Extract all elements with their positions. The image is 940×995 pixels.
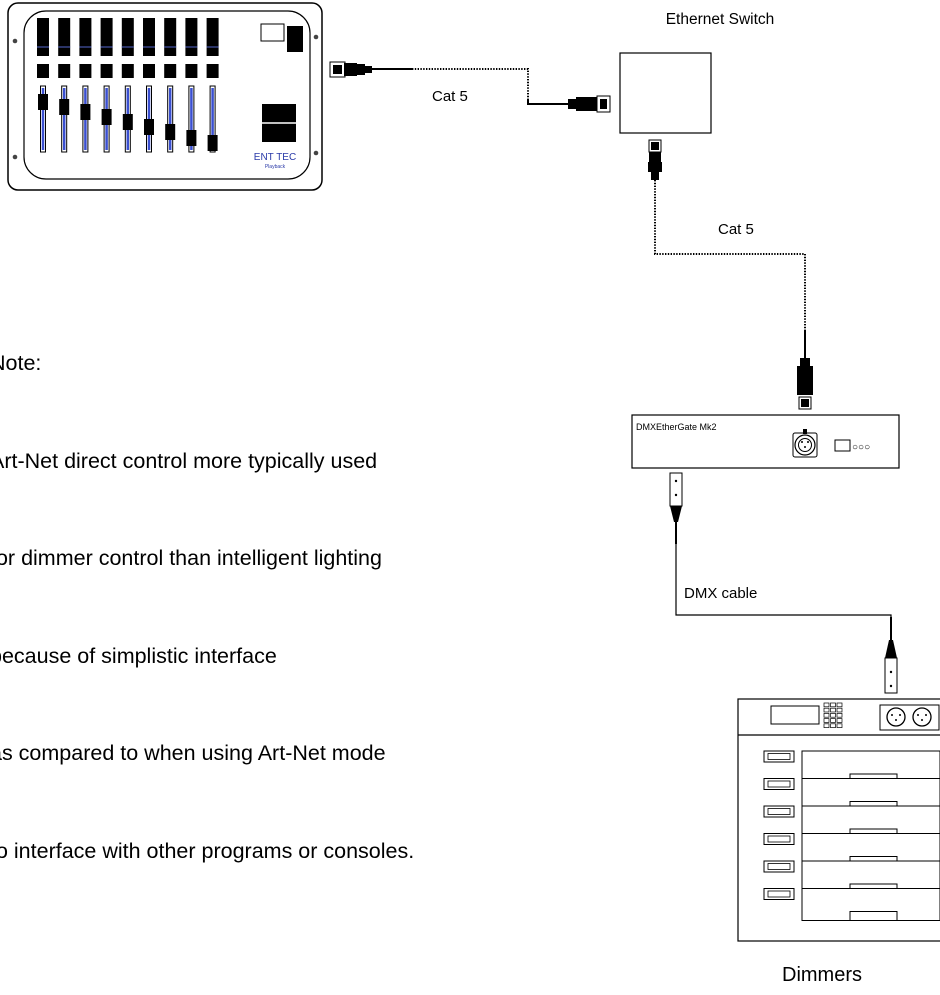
cable-label: DMX cable <box>684 585 757 602</box>
mount-screw-icon <box>12 154 18 160</box>
fader-knob <box>165 124 176 140</box>
xlr-connector-icon <box>792 429 818 458</box>
xlr-socket-icon <box>879 704 940 731</box>
keypad-key <box>836 707 843 713</box>
keypad-key <box>823 723 830 728</box>
keypad-key <box>830 713 836 718</box>
module-handle <box>849 911 898 921</box>
channel-display <box>58 18 71 56</box>
note-line: for dimmer control than intelligent ligh… <box>0 546 382 570</box>
fader-knob <box>122 114 133 130</box>
console-button <box>287 26 303 52</box>
note-line: to interface with other programs or cons… <box>0 838 415 863</box>
keypad-key <box>823 702 830 708</box>
xlr-plug-icon <box>884 617 898 694</box>
note-block: Note: Art-Net direct control more typica… <box>0 282 414 900</box>
fader-knob <box>186 130 197 146</box>
cable-console-to-switch: Cat 5 <box>329 61 611 113</box>
rj45-plug-icon <box>648 139 662 180</box>
channel-button <box>185 64 198 78</box>
channel-button <box>143 64 155 78</box>
fader-channels <box>37 18 219 153</box>
channel-display <box>185 18 198 56</box>
keypad-key <box>830 718 836 723</box>
cable-label: Cat 5 <box>432 88 468 105</box>
rj45-plug-icon <box>329 61 372 78</box>
keypad-key <box>836 713 843 718</box>
channel-button <box>79 64 92 78</box>
fader-knob <box>144 119 154 135</box>
fader-knob <box>38 94 48 110</box>
cable-gateway-to-dimmers: DMX cable <box>669 472 898 694</box>
console-model-label: Playback <box>265 164 286 170</box>
channel-button <box>37 64 49 78</box>
dmx-ethergate-mk2: DMXEtherGate Mk2 ○○○ <box>631 414 900 469</box>
xlr-plug-icon <box>669 472 683 544</box>
console-brand-label: ENT TEC <box>254 152 296 163</box>
dimmer-rack: Dimmers <box>737 698 940 986</box>
fader-knob <box>80 104 91 120</box>
note-title: Note: <box>0 351 42 375</box>
fader-knob <box>101 109 112 125</box>
note-line: as compared to when using Art-Net mode <box>0 741 386 765</box>
keypad-key <box>823 718 830 723</box>
keypad-key <box>830 707 836 713</box>
dimmer-modules <box>763 750 940 921</box>
channel-display <box>164 18 177 56</box>
dimmers-label: Dimmers <box>782 964 862 986</box>
note-line: because of simplistic interface <box>0 643 277 668</box>
dimmer-keypad <box>823 702 843 728</box>
channel-button <box>206 64 219 78</box>
gateway-port <box>834 439 851 452</box>
status-leds-icon: ○○○ <box>852 442 870 453</box>
cable-switch-to-gateway: Cat 5 <box>648 139 813 410</box>
ethernet-switch: Ethernet Switch <box>619 11 775 134</box>
channel-button <box>100 64 113 78</box>
cable-label: Cat 5 <box>718 221 754 238</box>
keypad-key <box>823 707 830 713</box>
mount-screw-icon <box>313 150 319 156</box>
dimmer-display <box>770 705 820 725</box>
keypad-key <box>830 702 836 708</box>
channel-display <box>37 18 49 56</box>
channel-button <box>164 64 177 78</box>
keypad-key <box>830 723 836 728</box>
channel-display <box>100 18 113 56</box>
enttec-playback-console: ENT TEC Playback <box>7 2 323 191</box>
gateway-label: DMXEtherGate Mk2 <box>636 422 717 432</box>
rj45-plug-icon <box>568 95 611 113</box>
mount-screw-icon <box>12 38 18 44</box>
channel-button <box>121 64 134 78</box>
keypad-key <box>836 723 843 728</box>
keypad-key <box>823 713 830 718</box>
fader-knob <box>207 135 218 151</box>
keypad-key <box>836 718 843 723</box>
rj45-plug-icon <box>797 358 813 410</box>
switch-label: Ethernet Switch <box>666 11 775 28</box>
keypad-key <box>836 702 843 708</box>
channel-display <box>143 18 155 56</box>
channel-display <box>206 18 219 56</box>
channel-display <box>121 18 134 56</box>
channel-display <box>79 18 92 56</box>
channel-button <box>58 64 71 78</box>
fader-knob <box>59 99 70 115</box>
mount-screw-icon <box>313 34 319 40</box>
note-line: Art-Net direct control more typically us… <box>0 448 378 473</box>
console-display <box>260 23 285 42</box>
